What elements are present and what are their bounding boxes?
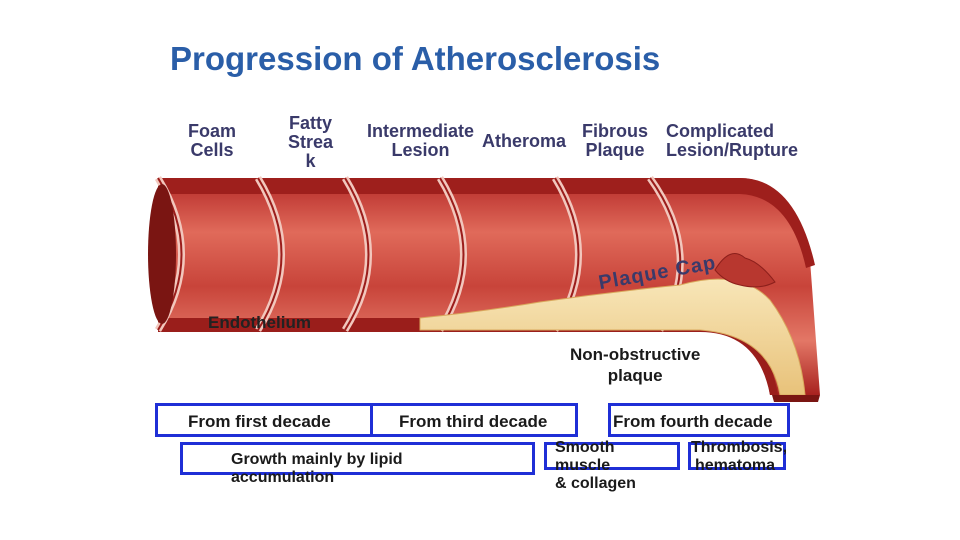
stage-label: Lesion <box>391 140 450 160</box>
stage-foam-cells: Foam Cells <box>188 122 236 160</box>
non-obstructive-line: Non-obstructive <box>570 345 701 364</box>
growth-box-smooth-muscle: Smooth muscle & collagen <box>544 439 680 492</box>
segment-rim <box>257 177 283 331</box>
timeline-first-label: From first decade <box>188 412 331 431</box>
growth-thrombosis-line: hematoma <box>695 457 776 474</box>
lumen-opening <box>772 395 820 402</box>
timeline-fourth-label: From fourth decade <box>613 412 773 431</box>
stage-complicated-lesion: Complicated Lesion/Rupture <box>666 122 798 160</box>
stage-label: Atheroma <box>482 131 567 151</box>
timeline-box-first: From first decade <box>155 403 373 437</box>
non-obstructive-line: plaque <box>607 366 663 385</box>
growth-smooth-text: Smooth muscle & collagen <box>555 439 636 493</box>
stage-label: Strea <box>288 132 334 152</box>
growth-smooth-line: & collagen <box>555 475 636 492</box>
segment-rim <box>439 177 465 331</box>
stage-label: Fibrous <box>582 121 648 141</box>
timeline-third-label: From third decade <box>399 412 548 431</box>
timeline-box-fourth: From fourth decade <box>608 403 790 437</box>
stage-label: k <box>305 151 316 171</box>
stage-intermediate-lesion: Intermediate Lesion <box>367 122 474 160</box>
growth-lipid-line: Growth mainly by lipid <box>231 451 403 468</box>
growth-lipid-line: accumulation <box>231 469 335 486</box>
artery-outer-wall <box>158 178 815 268</box>
stage-fibrous-plaque: Fibrous Plaque <box>582 122 648 160</box>
stage-label: Lesion/Rupture <box>666 140 799 160</box>
lumen-opening <box>148 184 176 324</box>
rupture-thrombus <box>714 253 776 288</box>
artery-wall <box>158 178 820 395</box>
growth-box-lipid: Growth mainly by lipid accumulation <box>180 442 535 486</box>
stage-label: Intermediate <box>367 121 475 141</box>
stage-fatty-streak: Fatty Strea k <box>288 114 333 171</box>
growth-lipid-text: Growth mainly by lipid accumulation <box>231 451 403 487</box>
stage-label: Complicated <box>666 121 775 141</box>
timeline-box-third: From third decade <box>370 403 578 437</box>
stage-label: Fatty <box>289 113 333 133</box>
stage-label: Plaque <box>585 140 645 160</box>
stage-label: Cells <box>190 140 234 160</box>
stage-atheroma: Atheroma <box>482 132 566 151</box>
growth-thrombosis-text: Thrombosis, hematoma <box>691 439 787 475</box>
endothelium-label: Endothelium <box>208 313 311 332</box>
growth-smooth-line: muscle <box>555 457 611 474</box>
growth-smooth-line: Smooth <box>555 439 615 456</box>
page-title: Progression of Atherosclerosis <box>170 40 661 77</box>
growth-box-thrombosis: Thrombosis, hematoma <box>688 439 787 474</box>
growth-thrombosis-line: Thrombosis, <box>691 439 788 456</box>
segment-rim <box>344 177 370 331</box>
stage-label: Foam <box>188 121 237 141</box>
non-obstructive-plaque-label: Non-obstructive plaque <box>570 344 700 386</box>
